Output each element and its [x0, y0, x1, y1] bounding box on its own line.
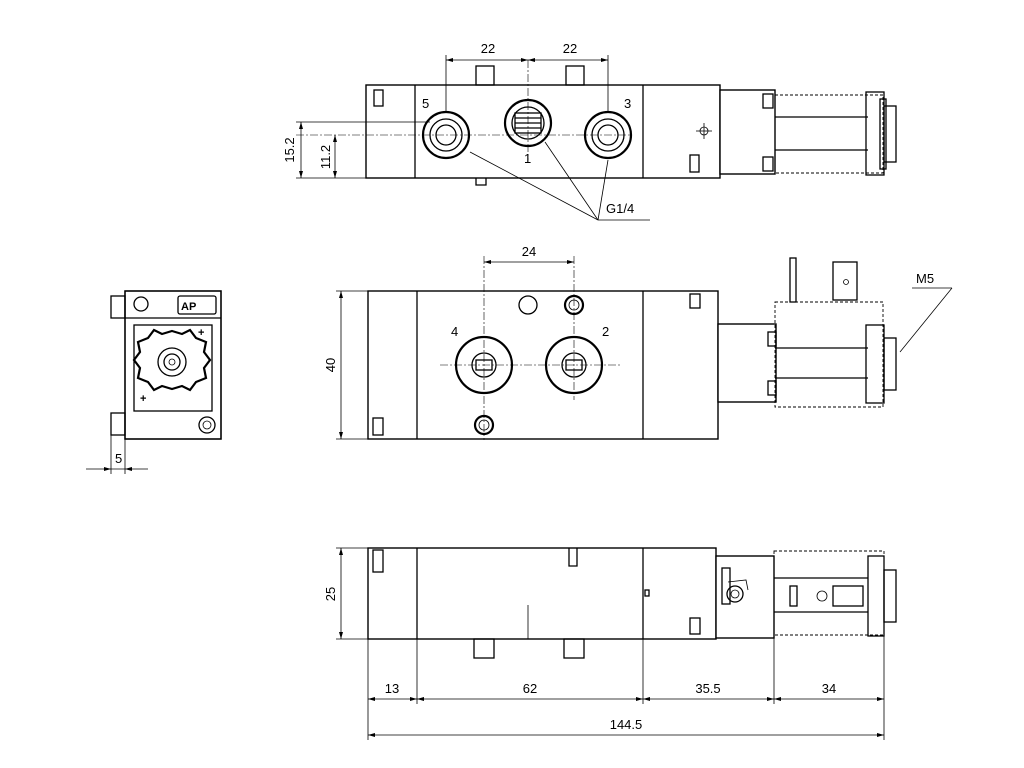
port-label-1: 1 — [524, 151, 531, 166]
dim-total-length: 144.5 — [610, 717, 643, 732]
port-label-2: 2 — [602, 324, 609, 339]
dim-seg-62: 62 — [523, 681, 537, 696]
plus-mark-top: + — [198, 327, 204, 339]
top-view-dimensions: 22 22 15.2 11.2 5 1 3 G1/4 — [282, 41, 650, 221]
dim-seg-13: 13 — [385, 681, 399, 696]
top-view — [296, 60, 897, 186]
port-label-5: 5 — [422, 96, 429, 111]
top-view-body — [365, 84, 721, 179]
side-view-dimensions: 25 13 62 35.5 34 144.5 — [323, 547, 885, 740]
dim-pitch-right: 22 — [563, 41, 577, 56]
thread-label-g14: G1/4 — [606, 201, 634, 216]
front-view — [367, 256, 897, 440]
dim-pitch-left: 22 — [481, 41, 495, 56]
front-view-dimensions: 24 40 4 2 M5 — [323, 244, 953, 440]
side-view — [367, 547, 897, 659]
dim-height-25: 25 — [323, 587, 338, 601]
thread-label-m5: M5 — [916, 271, 934, 286]
dim-height-15-2: 15.2 — [282, 137, 297, 162]
dim-seg-35-5: 35.5 — [695, 681, 720, 696]
side-view-body — [367, 547, 717, 640]
dim-height-40: 40 — [323, 358, 338, 372]
dim-end-offset: 5 — [115, 451, 122, 466]
port-label-3: 3 — [624, 96, 631, 111]
end-view: AP + + 5 — [86, 290, 222, 474]
port-label-4: 4 — [451, 324, 458, 339]
plus-mark-bottom: + — [140, 393, 146, 405]
brand-logo: AP — [181, 301, 196, 313]
dim-height-11-2: 11.2 — [318, 145, 333, 169]
dim-seg-34: 34 — [822, 681, 836, 696]
dim-mid-pitch: 24 — [522, 244, 536, 259]
